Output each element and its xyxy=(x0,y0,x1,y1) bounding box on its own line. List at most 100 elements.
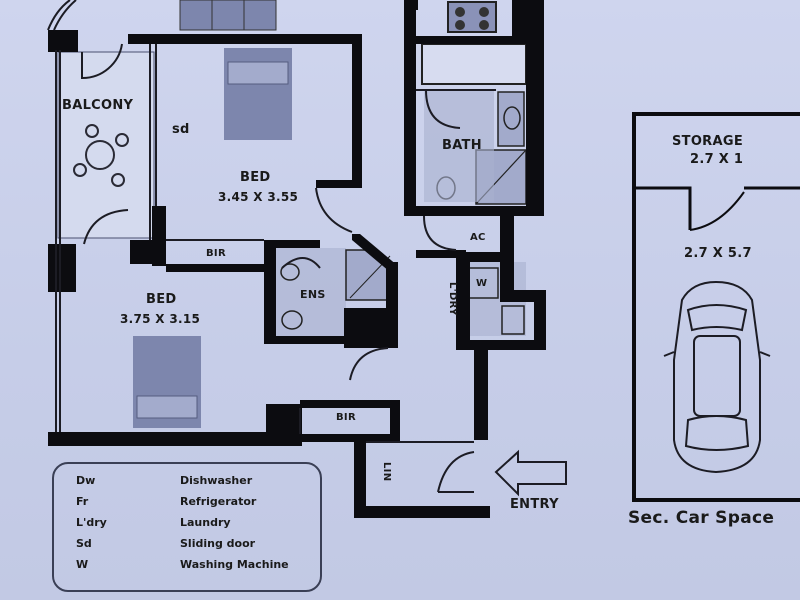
wall xyxy=(526,0,544,216)
door-swing xyxy=(281,257,321,269)
wall xyxy=(264,240,320,248)
door-swing xyxy=(81,43,123,80)
wall xyxy=(48,30,78,52)
car-space-title: Sec. Car Space xyxy=(628,508,775,528)
entry-label: ENTRY xyxy=(510,497,559,512)
basin xyxy=(503,106,521,130)
burner xyxy=(455,20,465,30)
wall xyxy=(404,0,416,216)
wall xyxy=(264,240,276,344)
chair xyxy=(73,163,87,177)
car-mirror xyxy=(663,351,675,357)
wall xyxy=(352,234,398,272)
wall xyxy=(300,434,400,442)
bed2-name: BED xyxy=(146,292,177,307)
wall xyxy=(456,252,500,262)
wall xyxy=(404,0,418,10)
legend-meaning: Sliding door xyxy=(180,537,256,550)
car-body xyxy=(673,280,761,474)
door-swing xyxy=(349,347,389,381)
balcony-curve xyxy=(53,0,77,31)
cooktop xyxy=(447,1,497,33)
legend-code: W xyxy=(76,558,89,571)
bed2-size: 3.75 X 3.15 xyxy=(120,312,201,326)
bath-floor xyxy=(424,90,494,202)
storage-size: 2.7 X 1 xyxy=(690,152,744,167)
wall xyxy=(128,34,360,44)
car-roof xyxy=(693,335,741,417)
wall xyxy=(354,442,366,518)
storage-door xyxy=(689,191,745,231)
legend-code: Dw xyxy=(76,474,96,487)
bath-label: BATH xyxy=(442,138,482,153)
laundry-tub xyxy=(501,305,525,335)
burner xyxy=(479,7,489,17)
wall xyxy=(266,404,302,446)
car-mirror xyxy=(759,351,771,357)
legend-box: Dw Dishwasher Fr Refrigerator L'dry Laun… xyxy=(52,462,322,592)
burner xyxy=(455,7,465,17)
wall xyxy=(264,336,350,344)
bir2-label: BIR xyxy=(336,412,356,423)
bir1-label: BIR xyxy=(206,248,226,259)
bed-1-pillow xyxy=(227,61,289,85)
legend-code: Sd xyxy=(76,537,92,550)
door-swing xyxy=(425,89,461,129)
bed1-name: BED xyxy=(240,170,271,185)
lin-label: LIN xyxy=(381,462,392,482)
chair xyxy=(115,133,129,147)
door-swing xyxy=(423,215,457,251)
laundry-label: L'DRY xyxy=(447,282,458,316)
wall xyxy=(48,432,288,446)
burner xyxy=(479,20,489,30)
fixtures xyxy=(57,0,527,428)
wall xyxy=(474,340,488,440)
door-swing xyxy=(83,209,129,245)
wall xyxy=(416,36,526,44)
bathtub xyxy=(421,43,527,85)
legend-code: L'dry xyxy=(76,516,107,529)
storage-wall xyxy=(636,186,692,230)
balcony-curve xyxy=(47,0,71,31)
entry-arrow xyxy=(494,449,567,497)
wall xyxy=(390,400,400,442)
chair xyxy=(85,124,99,138)
wall xyxy=(130,240,166,264)
legend-meaning: Laundry xyxy=(180,516,231,529)
wall xyxy=(300,400,400,408)
wall xyxy=(352,34,362,184)
sliding-door-label: sd xyxy=(172,122,190,137)
walls xyxy=(48,0,546,518)
storage-label: STORAGE xyxy=(672,134,744,149)
door-swing xyxy=(315,187,353,233)
wall xyxy=(316,180,362,188)
legend-code: Fr xyxy=(76,495,89,508)
ens-label: ENS xyxy=(300,288,326,301)
table xyxy=(85,140,115,170)
wall xyxy=(416,250,466,258)
w-label: W xyxy=(476,278,488,289)
wall xyxy=(166,264,264,272)
wall xyxy=(500,216,514,290)
wall xyxy=(512,0,526,40)
wall xyxy=(344,308,386,348)
thin-lines xyxy=(47,0,496,443)
legend-meaning: Dishwasher xyxy=(180,474,253,487)
car-rear-window xyxy=(684,415,750,451)
wall xyxy=(534,290,546,350)
window xyxy=(179,0,277,31)
balcony-wall-pattern xyxy=(57,51,155,239)
legend-meaning: Refrigerator xyxy=(180,495,257,508)
car-icon xyxy=(663,280,771,474)
wall xyxy=(456,340,546,350)
wall xyxy=(386,262,398,348)
wall xyxy=(416,206,544,216)
ac-label: AC xyxy=(470,232,486,243)
car-space-size: 2.7 X 5.7 xyxy=(684,246,752,261)
ens-toilet xyxy=(281,310,303,330)
door-swing xyxy=(437,451,475,493)
legend-meaning: Washing Machine xyxy=(180,558,289,571)
chair xyxy=(111,173,125,187)
